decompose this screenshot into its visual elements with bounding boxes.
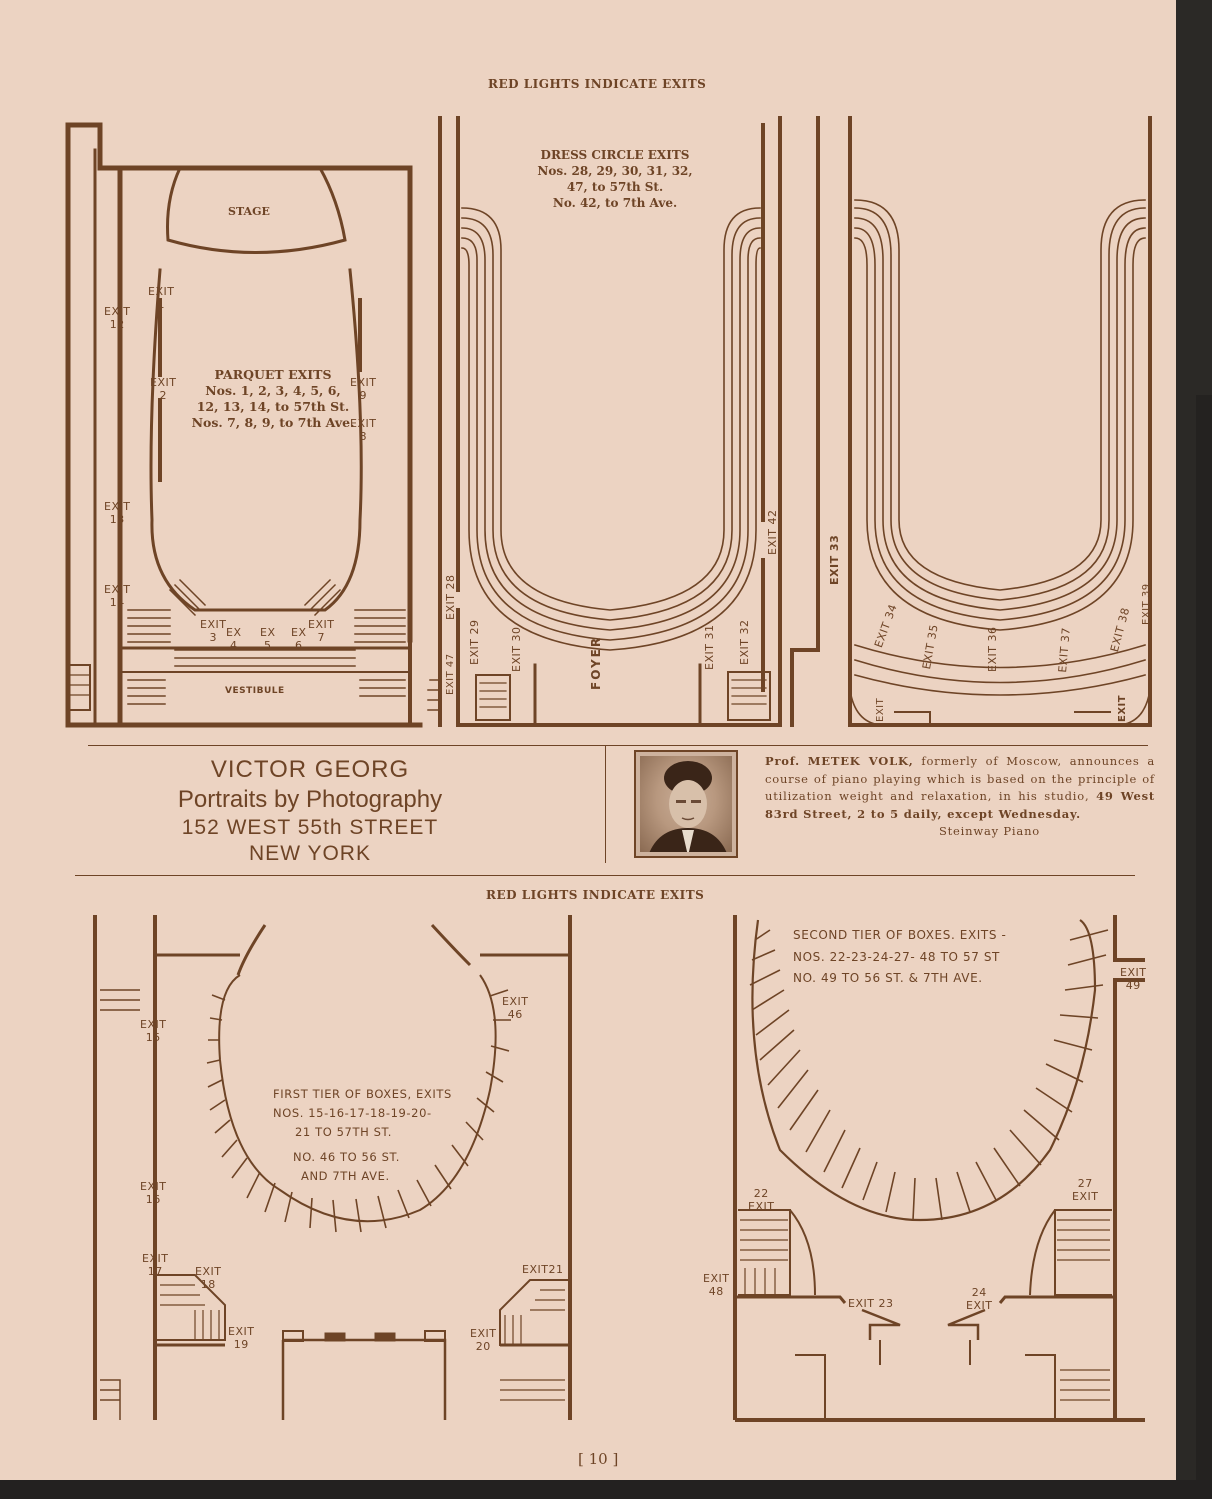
first-tier-line-3: 21 TO 57TH ST. (295, 1125, 392, 1139)
bottom-header: RED LIGHTS INDICATE EXITS (486, 888, 705, 902)
parquet-line-1: Nos. 1, 2, 3, 4, 5, 6, (205, 383, 341, 398)
volk-name: METEK VOLK, (807, 754, 914, 768)
second-tier-line-1: SECOND TIER OF BOXES. EXITS - (793, 928, 1007, 942)
volk-signature: Steinway Piano (938, 824, 1040, 838)
dress-circle-line-2: 47, to 57th St. (566, 180, 664, 194)
scan-background-strip (1196, 395, 1212, 1499)
dress-circle-line-1: Nos. 28, 29, 30, 31, 32, (537, 164, 693, 178)
divider-top (88, 745, 1148, 746)
second-tier-line-2: NOS. 22-23-24-27- 48 TO 57 ST (793, 950, 1000, 964)
stage-label: STAGE (228, 205, 270, 218)
second-tier-line-3: NO. 49 TO 56 ST. & 7TH AVE. (793, 971, 983, 985)
exit-21-label: EXIT21 (522, 1263, 564, 1276)
georg-city: NEW YORK (249, 842, 371, 865)
vestibule-label: VESTIBULE (225, 686, 285, 696)
volk-address: 49 West 83rd Street, 2 to 5 daily, excep… (765, 789, 1155, 821)
scan-background-bottom (0, 1480, 1212, 1499)
victor-georg-ad: VICTOR GEORG Portraits by Photography 15… (160, 755, 460, 867)
dress-circle-line-3: No. 42, to 7th Ave. (552, 196, 678, 210)
dress-circle-title: DRESS CIRCLE EXITS (540, 148, 690, 162)
parquet-title: PARQUET EXITS (214, 367, 332, 382)
portrait-figure-icon (649, 761, 727, 852)
first-tier-line-4: NO. 46 TO 56 ST. (293, 1150, 401, 1164)
volk-prefix: Prof. (765, 754, 800, 768)
parquet-exits-block: PARQUET EXITS Nos. 1, 2, 3, 4, 5, 6, 12,… (178, 367, 368, 431)
first-tier-line-1: FIRST TIER OF BOXES, EXITS (273, 1087, 452, 1101)
portrait-photo (634, 750, 738, 858)
georg-name: VICTOR GEORG (210, 756, 410, 783)
metek-volk-ad: Prof. METEK VOLK, formerly of Moscow, an… (765, 753, 1155, 841)
dress-circle-exits-block: DRESS CIRCLE EXITS Nos. 28, 29, 30, 31, … (505, 147, 725, 211)
first-tier-line-2: NOS. 15-16-17-18-19-20- (273, 1106, 432, 1120)
parquet-line-3: Nos. 7, 8, 9, to 7th Ave. (191, 415, 355, 430)
second-tier-text: SECOND TIER OF BOXES. EXITS - NOS. 22-23… (793, 925, 1063, 989)
first-tier-line-5: AND 7TH AVE. (301, 1169, 390, 1183)
volk-body: formerly of Moscow, announces a course o… (765, 754, 1155, 803)
georg-tagline: Portraits by Photography (177, 786, 443, 813)
top-header: RED LIGHTS INDICATE EXITS (488, 77, 707, 91)
first-tier-text: FIRST TIER OF BOXES, EXITS NOS. 15-16-17… (273, 1085, 453, 1186)
exit-23-label: EXIT 23 (848, 1297, 894, 1310)
divider-bottom (75, 875, 1135, 876)
ad-vertical-divider (605, 745, 606, 863)
georg-address: 152 WEST 55th STREET (181, 816, 439, 839)
parquet-line-2: 12, 13, 14, to 57th St. (196, 399, 350, 414)
page-number: [ 10 ] (578, 1450, 619, 1468)
